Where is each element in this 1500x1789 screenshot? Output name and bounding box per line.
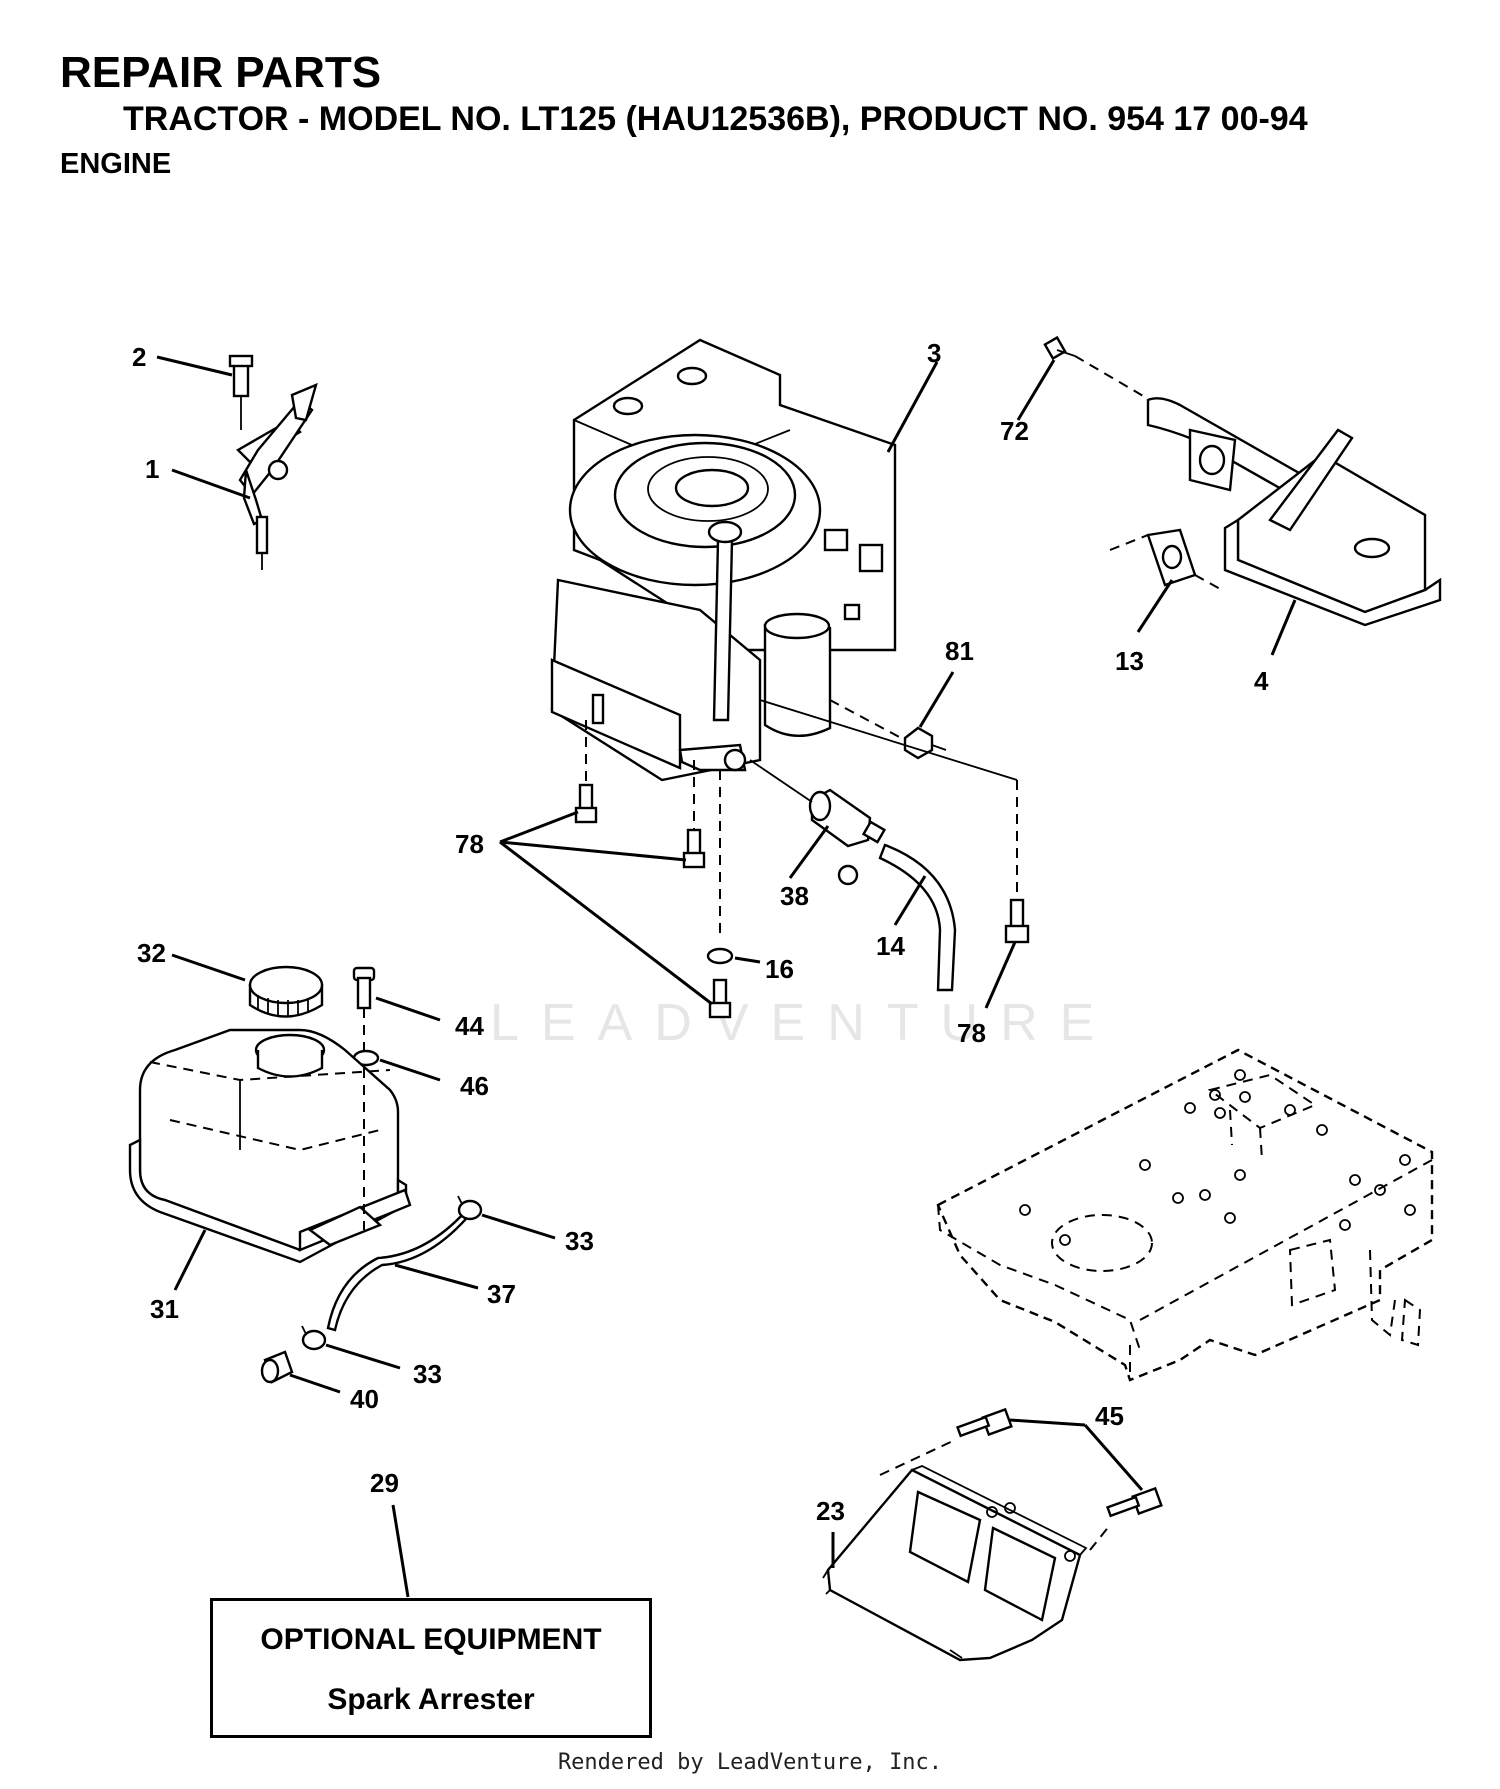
callout-4: 4	[1254, 666, 1269, 696]
callout-29: 29	[370, 1468, 399, 1498]
callout-46: 46	[460, 1071, 489, 1101]
bushing-40-part	[260, 1350, 294, 1384]
section-title: ENGINE	[60, 148, 172, 180]
callout-1: 1	[145, 454, 159, 484]
callout-38: 38	[780, 881, 809, 911]
nut-81-part	[829, 699, 947, 760]
callout-2: 2	[132, 342, 146, 372]
callout-44: 44	[455, 1011, 484, 1041]
muffler-part	[1043, 335, 1442, 627]
callout-45: 45	[1095, 1401, 1124, 1431]
callout-13: 13	[1115, 646, 1144, 676]
fuel-cap-part	[248, 965, 324, 1018]
fuel-tank-part	[128, 1028, 412, 1264]
fuel-hose-14-part	[878, 843, 957, 992]
callout-31: 31	[150, 1294, 179, 1324]
callout-37: 37	[487, 1279, 516, 1309]
fuel-line-37-part	[326, 1210, 475, 1332]
engine-part	[550, 338, 897, 782]
callout-78-right: 78	[957, 1018, 986, 1048]
model-line: TRACTOR - MODEL NO. LT125 (HAU12536B), P…	[123, 100, 1308, 138]
callout-23: 23	[816, 1496, 845, 1526]
throttle-control-part	[228, 354, 318, 570]
callout-72: 72	[1000, 416, 1029, 446]
optional-equipment-title: OPTIONAL EQUIPMENT	[260, 1623, 602, 1656]
callout-81: 81	[945, 636, 974, 666]
callout-33-top: 33	[565, 1226, 594, 1256]
optional-equipment-box: OPTIONAL EQUIPMENT Spark Arrester	[210, 1598, 652, 1738]
screw-45-upper-part	[955, 1407, 1013, 1438]
engine-bolts-part	[574, 699, 1030, 1019]
footer-credit: Rendered by LeadVenture, Inc.	[557, 1750, 943, 1775]
callout-33-bottom: 33	[413, 1359, 442, 1389]
callout-78-left: 78	[455, 829, 484, 859]
fuel-fitting-part	[749, 759, 887, 886]
callout-32: 32	[137, 938, 166, 968]
page-title: REPAIR PARTS	[60, 48, 382, 97]
callout-14: 14	[876, 931, 905, 961]
tractor-frame-reference	[936, 1048, 1434, 1382]
screw-44-part	[352, 966, 376, 1050]
clamp-33-bottom-part	[301, 1325, 327, 1351]
screw-45-lower-part	[1105, 1486, 1163, 1518]
watermark-text: LEADVENTURE	[490, 994, 1116, 1052]
washer-16-part	[706, 947, 734, 965]
callout-3: 3	[927, 338, 941, 368]
heat-shield-23-part	[822, 1439, 1111, 1662]
optional-equipment-item: Spark Arrester	[327, 1683, 535, 1716]
clamp-33-top-part	[457, 1195, 483, 1221]
callout-40: 40	[350, 1384, 379, 1414]
callout-16: 16	[765, 954, 794, 984]
